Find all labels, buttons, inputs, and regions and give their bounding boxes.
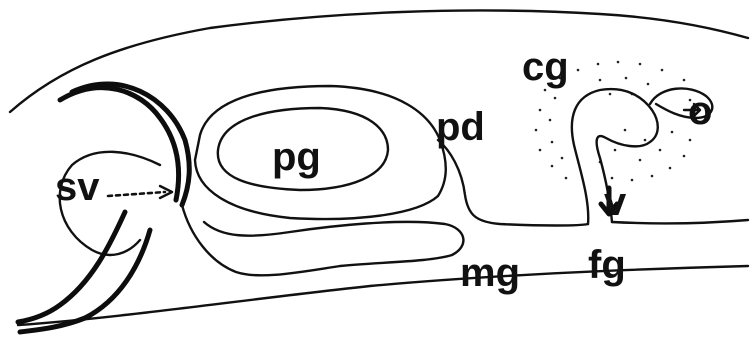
label-cg: cg (522, 45, 569, 89)
mg-gland (182, 205, 463, 275)
pd-duct (438, 140, 588, 226)
ejaculatory-duct-a (18, 212, 125, 322)
label-pd: pd (436, 105, 485, 149)
label-sv: sv (55, 165, 100, 209)
label-pg: pg (272, 135, 321, 179)
label-fg: fg (588, 243, 626, 287)
body-outline-lower (18, 266, 748, 325)
label-mg: mg (460, 251, 520, 295)
label-v: v (604, 180, 627, 224)
fg-line (612, 220, 748, 223)
label-o: o (688, 89, 712, 133)
sv-arrow (108, 192, 165, 196)
